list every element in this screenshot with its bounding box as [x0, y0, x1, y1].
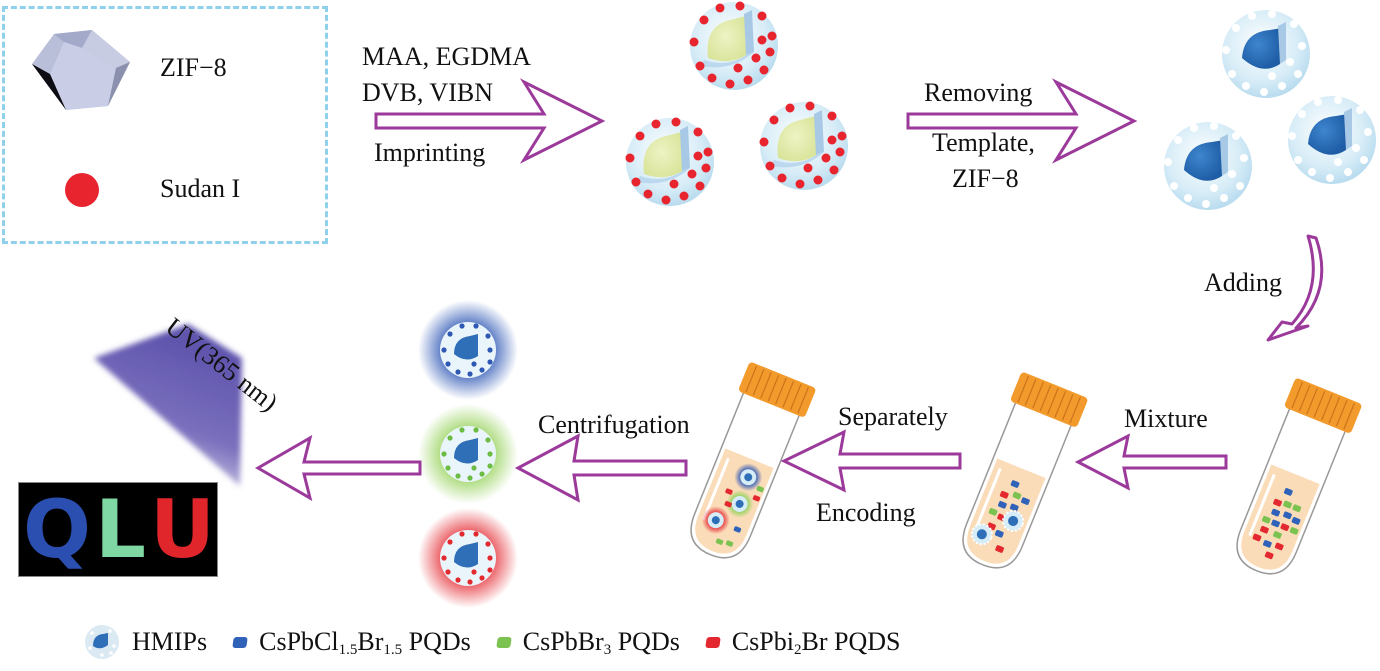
imprinted-sphere-group: [625, 1, 848, 206]
test-tube-centrifuged: [690, 362, 816, 559]
legend-item-hmips: HMIPs: [84, 624, 207, 660]
step-centrifugation-label: Centrifugation: [538, 410, 690, 439]
qlu-letter-q: Q: [23, 483, 91, 576]
arrow-left-icon: [514, 433, 688, 503]
arrow-right-icon: [906, 78, 1138, 164]
legend-zif8-label: ZIF−8: [160, 53, 227, 82]
imprinted-sphere: [625, 117, 714, 206]
qlu-fluorescence-image: Q L U: [18, 482, 218, 577]
blue-pqd-icon: [232, 636, 248, 648]
green-encoded-sphere: [418, 404, 518, 504]
red-encoded-sphere: [418, 508, 518, 608]
step-removing-zif8-label: ZIF−8: [952, 164, 1019, 193]
arrow-left-icon: [1074, 433, 1228, 491]
hmip-icon: [85, 625, 119, 659]
imprinted-sphere: [759, 101, 848, 190]
qlu-letter-l: L: [95, 483, 146, 576]
step-mixture-label: Mixture: [1124, 404, 1208, 433]
step-removing-label: Removing: [924, 78, 1033, 107]
legend-green-pqds-label: CsPbBr3 PQDs: [522, 627, 680, 658]
step-encoding-label: Encoding: [816, 498, 916, 527]
legend-hmips-label: HMIPs: [132, 627, 208, 656]
legend-sudan-label: Sudan I: [160, 174, 241, 203]
green-pqd-icon: [496, 636, 512, 648]
legend-item-red-pqds: CsPbi2Br PQDS: [705, 627, 901, 658]
sudan-dot-icon: [65, 173, 99, 207]
uv-beam-icon: [94, 324, 242, 486]
legend-item-blue-pqds: CsPbCl1.5Br1.5 PQDs: [232, 627, 471, 658]
step-separately-label: Separately: [838, 402, 948, 431]
imprinted-sphere: [689, 1, 778, 90]
legend-red-pqds-label: CsPbi2Br PQDS: [731, 627, 901, 658]
zif8-crystal-icon: [32, 30, 130, 110]
arrow-left-icon: [780, 429, 962, 493]
encoded-sphere-group: [418, 300, 518, 608]
blue-encoded-sphere: [418, 300, 518, 400]
red-pqd-icon: [705, 636, 721, 648]
step-removing-template-label: Template,: [932, 128, 1035, 157]
legend-blue-pqds-label: CsPbCl1.5Br1.5 PQDs: [259, 627, 471, 658]
bottom-legend: HMIPs CsPbCl1.5Br1.5 PQDs CsPbBr3 PQDs C…: [84, 622, 926, 662]
legend-item-green-pqds: CsPbBr3 PQDs: [496, 627, 680, 658]
curved-arrow-down-icon: [1266, 234, 1324, 342]
qlu-letter-u: U: [150, 483, 215, 576]
test-tube-encoding: [962, 372, 1088, 569]
arrow-left-icon: [254, 434, 422, 502]
legend-box: [2, 6, 328, 244]
step-imprinting-label: Imprinting: [374, 138, 486, 167]
arrow-right-icon: [374, 78, 606, 164]
test-tube-mixture: [1236, 378, 1362, 575]
step-imprinting-reagents-2: DVB, VIBN: [362, 78, 493, 107]
step-adding-label: Adding: [1204, 268, 1282, 297]
hmip-sphere-group: [1164, 10, 1376, 210]
step-imprinting-reagents-1: MAA, EGDMA: [362, 42, 531, 71]
